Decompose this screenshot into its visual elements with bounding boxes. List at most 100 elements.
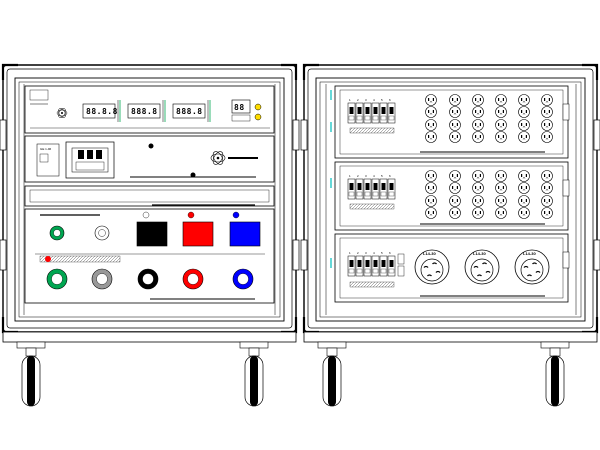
duplex-receptacle[interactable] — [425, 94, 437, 118]
breaker-number: 1 — [349, 98, 351, 102]
cam-output-black[interactable] — [137, 268, 159, 290]
breaker-toggle[interactable] — [349, 183, 354, 190]
meter-display-2: 888.8 — [127, 100, 166, 122]
duplex-receptacle[interactable] — [472, 195, 484, 219]
duplex-receptacle[interactable] — [518, 119, 530, 143]
twist-lock-rating: L14-30 — [523, 251, 536, 256]
twist-lock-rating: L14-30 — [473, 251, 486, 256]
duplex-receptacle[interactable] — [472, 94, 484, 118]
breaker-toggle[interactable] — [357, 107, 362, 114]
caster-right-1 — [317, 341, 347, 407]
duplex-receptacle[interactable] — [425, 195, 437, 219]
duplex-receptacle[interactable] — [425, 170, 437, 194]
panel-handle[interactable] — [562, 251, 570, 269]
duplex-receptacle[interactable] — [541, 119, 553, 143]
breaker-toggle[interactable] — [349, 260, 354, 267]
duplex-receptacle[interactable] — [518, 195, 530, 219]
screw-icon — [190, 172, 196, 178]
duplex-receptacle[interactable] — [449, 170, 461, 194]
panel-handle[interactable] — [562, 179, 570, 197]
pilot-light-1 — [254, 103, 262, 111]
breaker-number: 4 — [373, 98, 375, 102]
twist-lock-receptacle[interactable]: L14-30 — [514, 249, 550, 285]
main-breaker-label: GE 1-96 — [40, 147, 52, 151]
breaker-toggle[interactable] — [365, 107, 370, 114]
breaker-number: 1 — [349, 251, 351, 255]
meter-readout-1: 88.8.8 — [86, 107, 118, 116]
breaker-number: 2 — [357, 251, 359, 255]
breaker-toggle[interactable] — [381, 260, 386, 267]
blue-cover — [229, 221, 261, 247]
duplex-receptacle[interactable] — [495, 119, 507, 143]
cam-output-green[interactable] — [46, 268, 68, 290]
duplex-receptacle[interactable] — [472, 170, 484, 194]
screw-icon — [148, 143, 154, 149]
meter-readout-4: 88 — [234, 103, 245, 112]
logo-icon — [56, 108, 68, 118]
duplex-receptacle[interactable] — [541, 195, 553, 219]
duplex-receptacle[interactable] — [495, 195, 507, 219]
caster-left-1 — [16, 341, 46, 407]
breaker-toggle[interactable] — [381, 183, 386, 190]
duplex-receptacle[interactable] — [518, 94, 530, 118]
breaker-number: 6 — [389, 251, 391, 255]
breaker-toggle[interactable] — [365, 260, 370, 267]
duplex-receptacle[interactable] — [472, 119, 484, 143]
twist-lock-receptacle[interactable]: L14-30 — [464, 249, 500, 285]
breaker-toggle[interactable] — [357, 183, 362, 190]
breaker-number: 2 — [357, 174, 359, 178]
panel-handle[interactable] — [562, 103, 570, 121]
twist-lock-rating: L14-30 — [423, 251, 436, 256]
breaker-number: 4 — [373, 251, 375, 255]
duplex-receptacle[interactable] — [541, 170, 553, 194]
breaker-toggle[interactable] — [381, 107, 386, 114]
breaker-number: 1 — [349, 174, 351, 178]
breaker-toggle-2[interactable] — [87, 150, 93, 159]
breaker-number: 3 — [365, 174, 367, 178]
duplex-receptacle[interactable] — [495, 94, 507, 118]
duplex-receptacle[interactable] — [541, 94, 553, 118]
red-cover — [182, 221, 214, 247]
black-cover — [136, 221, 168, 247]
breaker-toggle[interactable] — [389, 183, 394, 190]
breaker-toggle[interactable] — [373, 183, 378, 190]
breaker-toggle[interactable] — [373, 260, 378, 267]
cam-output-red[interactable] — [182, 268, 204, 290]
breaker-toggle[interactable] — [349, 107, 354, 114]
breaker-number: 5 — [381, 174, 383, 178]
duplex-receptacle[interactable] — [495, 170, 507, 194]
plate-label — [349, 203, 395, 210]
meter-display-3: 888.8 — [172, 100, 211, 122]
breaker-toggle[interactable] — [365, 183, 370, 190]
left-case: 88.8.8 888.8 888.8 88 GE 1-96 — [0, 63, 300, 343]
breaker-number: 6 — [389, 174, 391, 178]
breaker-toggle[interactable] — [357, 260, 362, 267]
breaker-number: 4 — [373, 174, 375, 178]
breaker-number: 5 — [381, 251, 383, 255]
plate-label — [349, 127, 395, 134]
breaker-number: 5 — [381, 98, 383, 102]
cam-output-blue[interactable] — [232, 268, 254, 290]
breaker-toggle-1[interactable] — [78, 150, 84, 159]
duplex-receptacle[interactable] — [449, 195, 461, 219]
breaker-toggle[interactable] — [389, 107, 394, 114]
duplex-receptacle[interactable] — [518, 170, 530, 194]
duplex-receptacle[interactable] — [449, 94, 461, 118]
breaker-toggle[interactable] — [389, 260, 394, 267]
meter-readout-2: 888.8 — [131, 107, 158, 116]
breaker-toggle-3[interactable] — [96, 150, 102, 159]
pilot-light-2 — [254, 113, 262, 121]
meter-display-1: 88.8.8 — [82, 100, 121, 122]
breaker-toggle[interactable] — [373, 107, 378, 114]
breaker-number: 6 — [389, 98, 391, 102]
meter-readout-3: 888.8 — [176, 107, 203, 116]
twist-lock-receptacle[interactable]: L14-30 — [414, 249, 450, 285]
duplex-receptacle[interactable] — [449, 119, 461, 143]
duplex-receptacle[interactable] — [425, 119, 437, 143]
cam-output-white[interactable] — [91, 268, 113, 290]
